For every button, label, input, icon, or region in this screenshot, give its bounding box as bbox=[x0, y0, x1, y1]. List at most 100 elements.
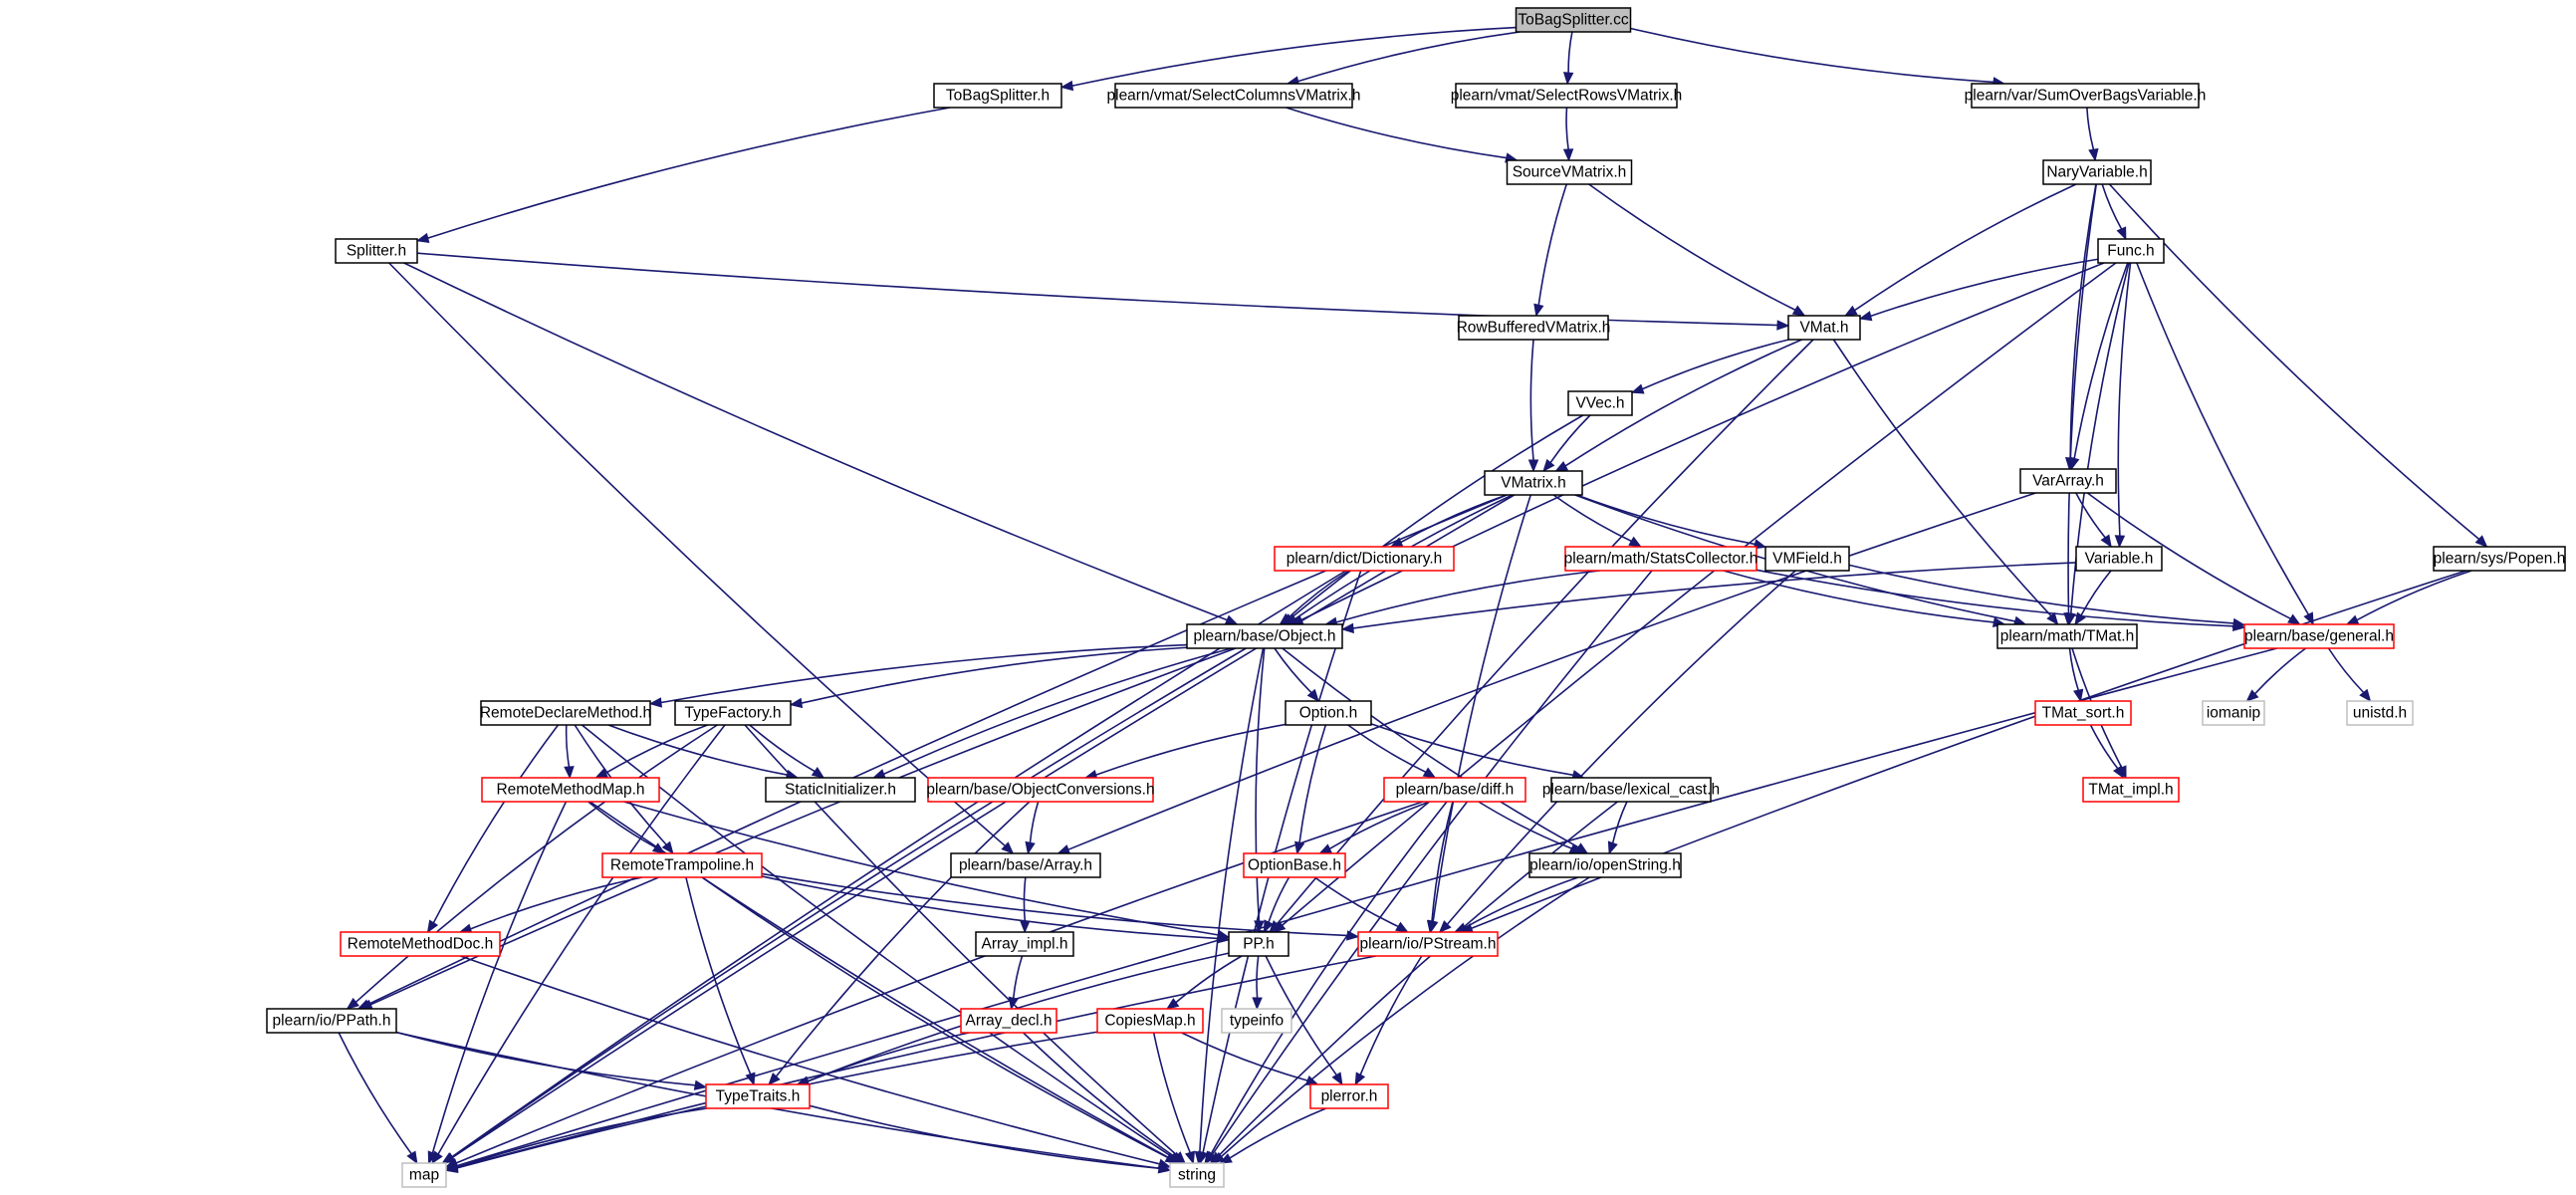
edge-object-to-remotedeclare bbox=[648, 643, 1188, 708]
node-label: plearn/base/Object.h bbox=[1193, 628, 1335, 645]
node-copiesmap[interactable]: CopiesMap.h bbox=[1096, 1008, 1204, 1034]
edge-ppath-to-typetraits bbox=[395, 1031, 708, 1090]
node-pstream[interactable]: plearn/io/PStream.h bbox=[1357, 931, 1499, 957]
node-label: unistd.h bbox=[2353, 705, 2407, 722]
node-pp[interactable]: PP.h bbox=[1228, 931, 1289, 957]
node-box bbox=[2202, 700, 2265, 726]
node-func[interactable]: Func.h bbox=[2097, 238, 2165, 264]
node-label: VMatrix.h bbox=[1501, 475, 1565, 492]
edge-diff-to-pstream bbox=[1426, 801, 1454, 934]
edge-lexicalcast-to-openstring bbox=[1607, 801, 1628, 855]
node-vvec[interactable]: VVec.h bbox=[1567, 390, 1633, 416]
node-tmatimpl[interactable]: TMat_impl.h bbox=[2082, 777, 2180, 803]
node-label: TypeTraits.h bbox=[716, 1088, 801, 1105]
node-sumoverbags[interactable]: plearn/var/SumOverBagsVariable.h bbox=[1965, 83, 2207, 109]
edge-vvec-to-object bbox=[1281, 414, 1584, 625]
edge-root-to-tobagsplitter_h bbox=[1059, 26, 1517, 92]
node-dictionary[interactable]: plearn/dict/Dictionary.h bbox=[1274, 546, 1455, 572]
node-label: PP.h bbox=[1243, 936, 1275, 953]
edge-func-to-tmat bbox=[2065, 262, 2130, 626]
node-label: VarArray.h bbox=[2032, 473, 2104, 490]
node-naryvariable[interactable]: NaryVariable.h bbox=[2042, 159, 2152, 185]
edge-vararray-to-variable bbox=[2075, 492, 2112, 549]
edge-option-to-objectconv bbox=[1083, 723, 1287, 781]
node-vmfield[interactable]: VMField.h bbox=[1764, 546, 1850, 572]
node-object[interactable]: plearn/base/Object.h bbox=[1186, 623, 1343, 649]
node-box bbox=[601, 852, 763, 878]
node-box bbox=[2097, 238, 2165, 264]
node-staticinit[interactable]: StaticInitializer.h bbox=[765, 777, 916, 803]
node-remotemethoddoc[interactable]: RemoteMethodDoc.h bbox=[340, 931, 501, 957]
edge-vmatrix-to-statscollector bbox=[1552, 494, 1642, 548]
edge-pp-to-copiesmap bbox=[1165, 955, 1243, 1010]
node-objectconv[interactable]: plearn/base/ObjectConversions.h bbox=[926, 777, 1155, 803]
node-label: plearn/io/openString.h bbox=[1529, 857, 1681, 874]
node-array[interactable]: plearn/base/Array.h bbox=[950, 852, 1101, 878]
node-remotemethodmap[interactable]: RemoteMethodMap.h bbox=[481, 777, 660, 803]
edge-array-to-arrayimpl bbox=[1020, 876, 1031, 934]
edge-pp-to-typeinfo bbox=[1252, 955, 1263, 1011]
node-option[interactable]: Option.h bbox=[1285, 700, 1372, 726]
edge-object-to-option bbox=[1274, 647, 1319, 703]
node-arrayimpl[interactable]: Array_impl.h bbox=[975, 931, 1074, 957]
node-box bbox=[1186, 623, 1343, 649]
edge-arraydecl-to-string bbox=[1023, 1032, 1184, 1164]
edge-sourcevmatrix-to-rowbuffered bbox=[1533, 183, 1567, 318]
node-lexicalcast[interactable]: plearn/base/lexical_cast.h bbox=[1542, 777, 1720, 803]
node-label: ToBagSplitter.cc bbox=[1518, 12, 1628, 29]
node-ppath[interactable]: plearn/io/PPath.h bbox=[266, 1008, 397, 1034]
edge-copiesmap-to-plerror bbox=[1181, 1032, 1319, 1085]
node-box bbox=[2243, 623, 2395, 649]
edge-ppath-to-map bbox=[338, 1032, 418, 1165]
node-box bbox=[480, 700, 651, 726]
edge-option-to-lexicalcast bbox=[1370, 723, 1585, 781]
node-tobagsplitter-h[interactable]: ToBagSplitter.h bbox=[933, 83, 1062, 109]
node-typefactory[interactable]: TypeFactory.h bbox=[674, 700, 792, 726]
node-typetraits[interactable]: TypeTraits.h bbox=[705, 1083, 811, 1109]
edge-plerror-to-string bbox=[1219, 1107, 1327, 1164]
edge-splitter-to-object bbox=[403, 262, 1239, 625]
node-splitter[interactable]: Splitter.h bbox=[335, 238, 418, 264]
node-diff[interactable]: plearn/base/diff.h bbox=[1383, 777, 1526, 803]
node-variable[interactable]: Variable.h bbox=[2075, 546, 2163, 572]
node-box bbox=[1787, 315, 1861, 341]
node-popen[interactable]: plearn/sys/Popen.h bbox=[2433, 546, 2566, 572]
node-statscollector[interactable]: plearn/math/StatsCollector.h bbox=[1564, 546, 1758, 572]
node-vmatrix[interactable]: VMatrix.h bbox=[1484, 470, 1583, 496]
node-box bbox=[960, 1008, 1057, 1034]
node-label: CopiesMap.h bbox=[1104, 1013, 1195, 1030]
edge-tmat-to-tmatsort bbox=[2068, 647, 2084, 703]
node-label: string bbox=[1178, 1167, 1216, 1184]
node-tmat[interactable]: plearn/math/TMat.h bbox=[1996, 623, 2138, 649]
node-label: RemoteDeclareMethod.h bbox=[480, 705, 651, 722]
node-vmat[interactable]: VMat.h bbox=[1787, 315, 1861, 341]
node-arraydecl[interactable]: Array_decl.h bbox=[960, 1008, 1057, 1034]
node-tmatsort[interactable]: TMat_sort.h bbox=[2034, 700, 2132, 726]
edge-popen-to-general bbox=[2345, 570, 2472, 625]
edge-sourcevmatrix-to-vmat bbox=[1588, 183, 1806, 317]
node-label: plearn/io/PStream.h bbox=[1360, 936, 1497, 953]
node-box bbox=[2042, 159, 2152, 185]
node-box bbox=[2019, 468, 2117, 494]
edge-statscollector-to-tmat bbox=[1723, 570, 2006, 627]
node-openstring[interactable]: plearn/io/openString.h bbox=[1528, 852, 1682, 878]
node-general[interactable]: plearn/base/general.h bbox=[2243, 623, 2395, 649]
edge-func-to-vararray bbox=[2069, 262, 2129, 471]
edge-sumoverbags-to-naryvariable bbox=[2086, 107, 2099, 162]
node-label: OptionBase.h bbox=[1248, 857, 1341, 874]
node-unistd: unistd.h bbox=[2346, 700, 2414, 726]
node-remotetrampoline[interactable]: RemoteTrampoline.h bbox=[601, 852, 763, 878]
node-root[interactable]: ToBagSplitter.cc bbox=[1515, 7, 1632, 33]
node-plerror[interactable]: plerror.h bbox=[1309, 1083, 1389, 1109]
node-optionbase[interactable]: OptionBase.h bbox=[1243, 852, 1346, 878]
node-label: map bbox=[409, 1167, 439, 1184]
edge-remotetrampoline-to-remotemethoddoc bbox=[458, 876, 643, 934]
node-rowbuffered[interactable]: RowBufferedVMatrix.h bbox=[1457, 315, 1611, 341]
node-box bbox=[2082, 777, 2180, 803]
node-selectcolumns[interactable]: plearn/vmat/SelectColumnsVMatrix.h bbox=[1107, 83, 1361, 109]
node-selectrows[interactable]: plearn/vmat/SelectRowsVMatrix.h bbox=[1451, 83, 1683, 109]
node-sourcevmatrix[interactable]: SourceVMatrix.h bbox=[1506, 159, 1633, 185]
node-remotedeclare[interactable]: RemoteDeclareMethod.h bbox=[480, 700, 651, 726]
edge-tmatsort-to-tmatimpl bbox=[2089, 724, 2125, 780]
node-vararray[interactable]: VarArray.h bbox=[2019, 468, 2117, 494]
